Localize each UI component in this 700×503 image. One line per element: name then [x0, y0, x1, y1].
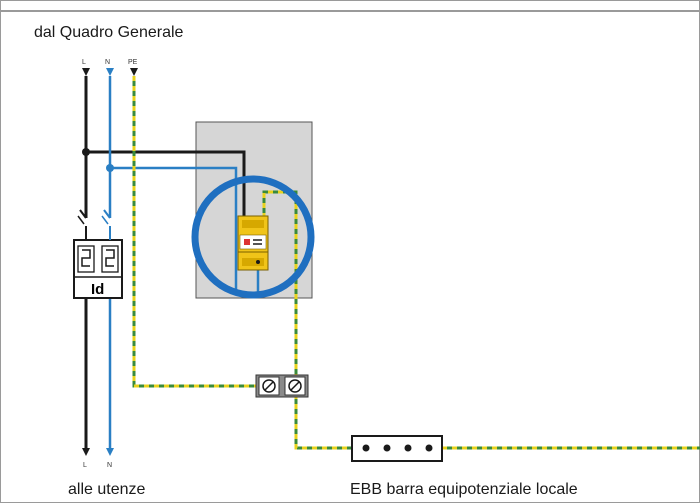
highlight-ring	[191, 175, 315, 299]
surge-protection-device	[237, 215, 269, 271]
arrow-N-in	[106, 68, 114, 76]
arrow-L-in	[82, 68, 90, 76]
conductor-label-N-top: N	[105, 59, 110, 66]
arrow-PE-in	[130, 68, 138, 76]
source-label: dal Quadro Generale	[34, 24, 184, 41]
loads-label: alle utenze	[68, 481, 145, 498]
pe-terminal-block	[255, 374, 309, 398]
rcd-breaker	[73, 209, 123, 299]
neutral-wire-to-spd	[110, 166, 260, 296]
ebb-label: EBB barra equipotenziale locale	[350, 481, 578, 498]
equipotential-bar	[351, 435, 443, 462]
rcd-label: Id	[91, 281, 104, 298]
conductor-label-PE-top: PE	[128, 59, 138, 66]
phase-wire-to-spd	[86, 150, 246, 220]
conductor-label-L-bottom: L	[83, 462, 87, 469]
arrow-N-out	[106, 448, 114, 456]
conductor-label-N-bottom: N	[107, 462, 112, 469]
conductor-label-L-top: L	[82, 59, 86, 66]
arrow-L-out	[82, 448, 90, 456]
